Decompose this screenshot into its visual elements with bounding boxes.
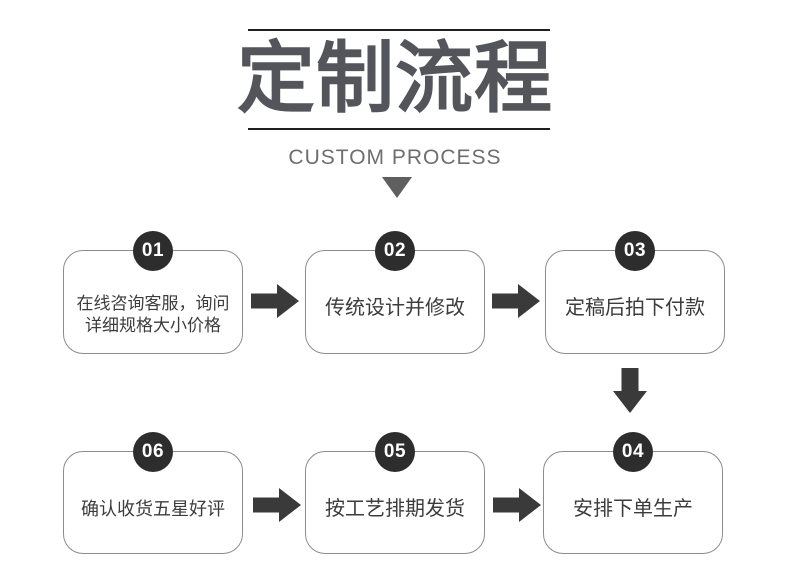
step-label-line: 在线咨询客服，询问 xyxy=(76,294,230,313)
page-title: 定制流程 xyxy=(236,34,553,122)
arrow-right-icon xyxy=(251,284,299,318)
page-subtitle: CUSTOM PROCESS xyxy=(288,146,502,169)
step-label-03: 定稿后拍下付款 xyxy=(565,297,705,319)
arrow-right-icon xyxy=(253,488,301,522)
arrow-right-icon xyxy=(493,488,541,522)
step-number-badge-05: 05 xyxy=(375,432,415,472)
step-label-01: 在线咨询客服，询问 详细规格大小价格 xyxy=(77,293,230,337)
step-box-05: 05 按工艺排期发货 xyxy=(305,432,485,554)
step-box-01: 01 在线咨询客服，询问 详细规格大小价格 xyxy=(63,231,243,354)
step-label-02: 传统设计并修改 xyxy=(325,297,465,319)
arrow-down-icon xyxy=(613,368,647,413)
step-box-04: 04 安排下单生产 xyxy=(543,432,723,554)
step-box-02: 02 传统设计并修改 xyxy=(305,231,485,354)
step-label-04: 安排下单生产 xyxy=(573,497,693,520)
step-number-badge-02: 02 xyxy=(375,231,415,271)
title-bottom-rule xyxy=(248,128,550,130)
triangle-down-icon xyxy=(382,177,412,198)
step-box-03: 03 定稿后拍下付款 xyxy=(545,231,725,354)
step-label-line: 详细规格大小价格 xyxy=(85,316,221,335)
arrow-right-icon xyxy=(492,284,540,318)
step-number-badge-01: 01 xyxy=(133,231,173,271)
step-label-05: 按工艺排期发货 xyxy=(325,497,465,520)
step-label-06: 确认收货五星好评 xyxy=(81,498,225,519)
step-number-badge-04: 04 xyxy=(613,432,653,472)
step-box-06: 06 确认收货五星好评 xyxy=(63,432,243,554)
step-number-badge-03: 03 xyxy=(615,231,655,271)
step-number-badge-06: 06 xyxy=(133,432,173,472)
title-top-rule xyxy=(248,29,550,31)
